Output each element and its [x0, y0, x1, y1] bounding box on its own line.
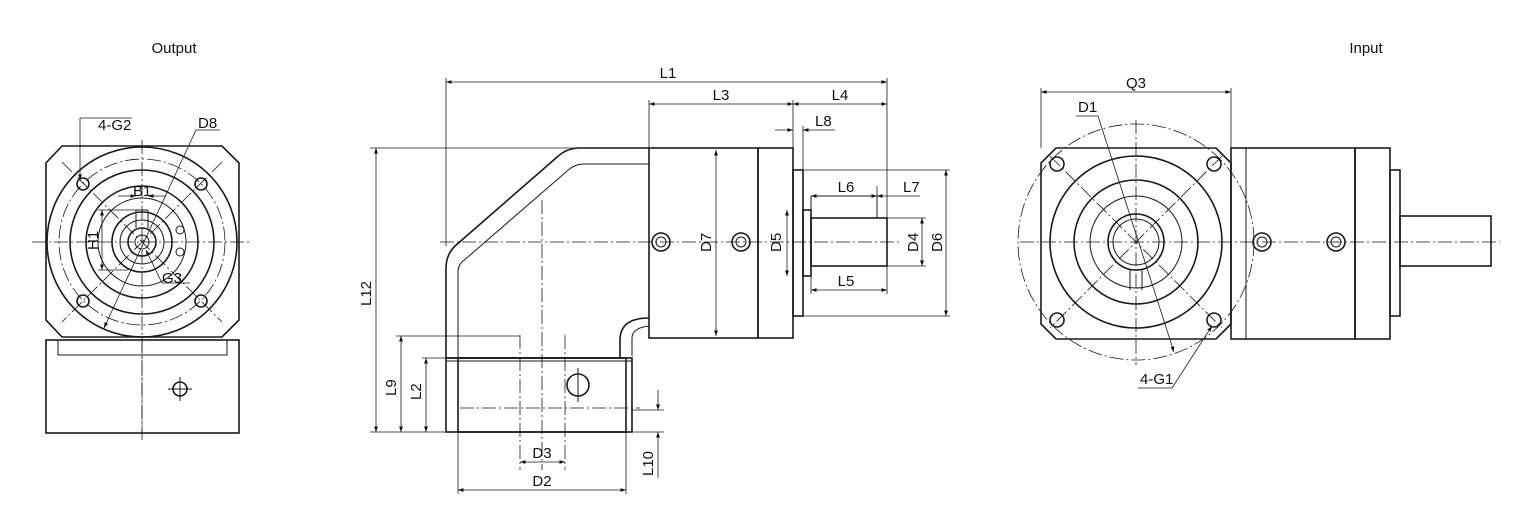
- dim-label-L12: L12: [358, 281, 375, 306]
- side-view: L1 L3 L4 L8 L6 L7 L5 D4 D6: [358, 65, 950, 494]
- dim-label-L10: L10: [640, 451, 657, 476]
- dim-label-D4: D4: [905, 233, 922, 252]
- output-view: Output: [32, 40, 252, 440]
- dim-label-L6: L6: [838, 179, 855, 196]
- output-view-title: Output: [151, 40, 197, 57]
- output-housing-side: [445, 357, 633, 433]
- dim-label-L7: L7: [903, 179, 920, 196]
- dim-label-D6: D6: [929, 233, 946, 252]
- dim-label-D5: D5: [768, 233, 785, 252]
- input-bolt-hole: [1206, 312, 1222, 328]
- dim-label-L2: L2: [408, 383, 425, 400]
- dim-label-H1: H1: [85, 231, 102, 250]
- dim-label-L4: L4: [832, 87, 849, 104]
- output-bolt-hole: [76, 177, 90, 191]
- dim-label-4-G1: 4-G1: [1140, 371, 1173, 388]
- input-bolt-hole: [1206, 156, 1222, 172]
- output-housing: [45, 339, 240, 434]
- dim-label-L9: L9: [383, 379, 400, 396]
- input-view-shaft: [1399, 215, 1492, 267]
- input-flange: [1040, 147, 1232, 340]
- dim-label-B1: B1: [133, 183, 151, 200]
- dim-label-D2: D2: [532, 473, 551, 490]
- output-housing-step: [57, 339, 228, 356]
- dim-label-D3: D3: [532, 445, 551, 462]
- input-bolt-hole: [1049, 312, 1065, 328]
- dim-label-L3: L3: [713, 87, 730, 104]
- dim-label-G3: G3: [162, 270, 182, 287]
- dim-label-D1: D1: [1078, 99, 1097, 116]
- dim-label-L8: L8: [815, 113, 832, 130]
- output-bolt-hole: [194, 294, 208, 308]
- elbow-housing: [445, 147, 650, 359]
- output-bolt-hole: [76, 294, 90, 308]
- input-view-title: Input: [1349, 40, 1383, 57]
- input-body: [1230, 147, 1356, 340]
- input-bolt-hole: [1049, 156, 1065, 172]
- dim-label-L1: L1: [660, 65, 677, 82]
- dim-label-D8: D8: [198, 115, 217, 132]
- dim-label-D7: D7: [698, 233, 715, 252]
- dim-label-L5: L5: [838, 273, 855, 290]
- output-bolt-hole: [194, 177, 208, 191]
- output-flange: [45, 145, 240, 338]
- input-view: Input Q3: [1017, 40, 1500, 389]
- input-end-flange: [1354, 147, 1391, 340]
- dim-label-Q3: Q3: [1126, 75, 1146, 92]
- dim-label-4-G2: 4-G2: [98, 117, 131, 134]
